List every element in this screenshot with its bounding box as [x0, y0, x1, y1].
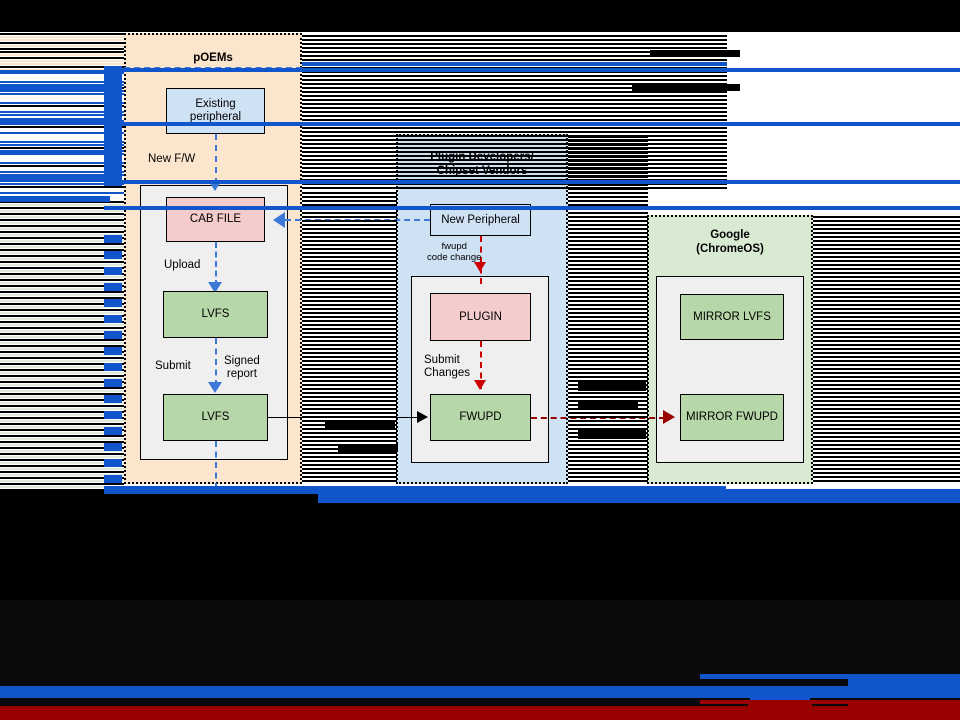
arrowhead-lvfs-to-fwupd — [417, 411, 428, 423]
connector-lvfs-down-exit — [215, 441, 217, 489]
node-plugin[interactable]: PLUGIN — [430, 293, 531, 341]
node-existing-peripheral-label: Existing peripheral — [189, 98, 242, 123]
node-mirror-fwupd-label: MIRROR FWUPD — [686, 411, 778, 423]
glitch-band — [0, 600, 960, 720]
arrowhead-lvfs-to-lvfs — [208, 382, 222, 393]
arrowhead-newperipheral-to-plugin — [474, 262, 486, 272]
node-new-peripheral-label: New Peripheral — [441, 213, 520, 226]
glitch-band — [0, 706, 960, 720]
glitch-band — [0, 0, 960, 32]
connector-feedback-rail-top — [124, 67, 302, 69]
node-new-peripheral[interactable]: New Peripheral — [430, 204, 531, 236]
node-existing-peripheral[interactable]: Existing peripheral — [166, 88, 265, 134]
label-fwupd-test-framework: FWUPD test framework — [657, 574, 799, 615]
edge-label-signed-report: Signed report — [224, 355, 260, 380]
edge-label-upload: Upload — [164, 259, 201, 271]
connector-newperipheral-to-cab — [285, 219, 430, 221]
connector-existing-to-cab — [215, 134, 217, 184]
panel-google-title: Google (ChromeOS) — [696, 229, 764, 255]
arrowhead-cab-to-lvfs — [208, 282, 222, 293]
arrowhead-existing-to-cab — [208, 180, 222, 191]
panel-plugin-title: Plugin Developers/ Chipset Vendors — [430, 151, 534, 177]
node-mirror-lvfs[interactable]: MIRROR LVFS — [680, 294, 784, 340]
glitch-band — [700, 700, 960, 704]
connector-lvfs-to-lvfs — [215, 338, 217, 386]
glitch-band — [848, 676, 960, 690]
arrowhead-plugin-to-fwupd — [474, 380, 486, 390]
panel-poems-title: pOEMs — [193, 52, 233, 64]
node-mirror-lvfs-label: MIRROR LVFS — [693, 310, 771, 323]
glitch-band — [750, 690, 810, 708]
edge-label-new-fw: New F/W — [148, 153, 196, 165]
node-mirror-fwupd[interactable]: MIRROR FWUPD — [680, 394, 784, 441]
arrowhead-newperipheral-to-cab — [273, 212, 285, 228]
connector-newperipheral-to-plugin — [480, 236, 482, 284]
node-lvfs-submit[interactable]: LVFS — [163, 394, 268, 441]
node-cab-file-label: CAB FILE — [189, 213, 242, 225]
glitch-band — [0, 489, 960, 720]
node-cab-file[interactable]: CAB FILE — [166, 197, 265, 242]
node-plugin-label: PLUGIN — [459, 310, 502, 323]
label-fwupd-test-framework-text: FWUPD test framework — [664, 588, 792, 601]
node-fwupd[interactable]: FWUPD — [430, 394, 531, 441]
edge-label-submit: Submit — [155, 360, 191, 372]
node-fwupd-label: FWUPD — [459, 411, 502, 423]
arrowhead-fwupd-to-mirror-fwupd — [663, 410, 675, 424]
node-lvfs-upload[interactable]: LVFS — [163, 291, 268, 338]
node-lvfs-upload-label: LVFS — [201, 308, 230, 320]
node-lvfs-submit-label: LVFS — [201, 411, 230, 423]
glitch-band — [700, 674, 960, 679]
glitch-band — [318, 489, 960, 503]
glitch-band — [0, 686, 960, 698]
connector-cab-to-lvfs — [215, 242, 217, 286]
glitch-band — [848, 702, 960, 720]
connector-fwupd-to-mirror-fwupd — [531, 417, 665, 419]
connector-lvfs-to-fwupd — [268, 417, 418, 418]
glitch-band — [748, 700, 812, 720]
edge-label-submit-changes: Submit Changes — [424, 354, 471, 379]
connector-plugin-to-fwupd — [480, 341, 482, 389]
edge-label-fwupd-code-change: fwupd code change — [427, 241, 482, 263]
